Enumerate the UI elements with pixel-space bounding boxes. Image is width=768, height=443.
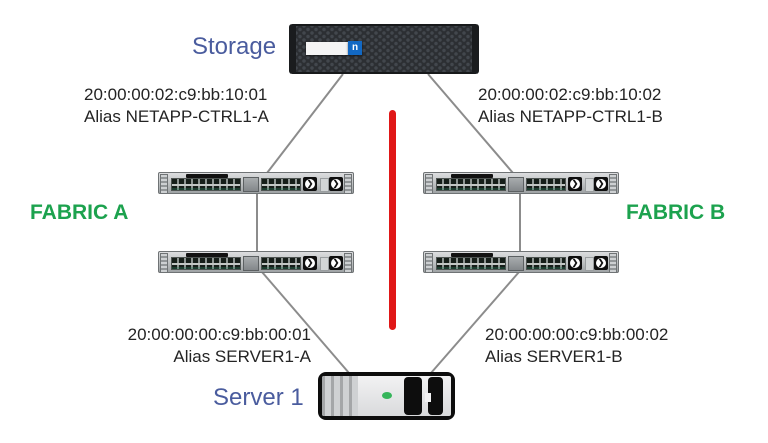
alias-text: Alias SERVER1-B (485, 347, 623, 366)
fan-module: ❯ (303, 256, 317, 270)
switch-module (508, 177, 524, 192)
switch-port-bank (436, 257, 506, 270)
rack-ear (344, 174, 352, 194)
switch-module (243, 256, 259, 271)
switch-module (508, 256, 524, 271)
fan-chevron-icon: ❯ (570, 179, 580, 189)
alias-text: Alias SERVER1-A (173, 347, 311, 366)
storage-label: Storage (192, 33, 277, 60)
storage-name-plate (306, 42, 348, 55)
switch-port-bank (171, 178, 241, 191)
fan-module: ❯ (568, 256, 582, 270)
fan-chevron-icon: ❯ (570, 258, 580, 268)
fabric-a-label: FABRIC A (30, 201, 129, 224)
fan-module: ❯ (329, 177, 343, 191)
fc-switch-a1-image: ❯ ❯ (158, 172, 354, 194)
storage-port-a-label: 20:00:00:02:c9:bb:10:01 Alias NETAPP-CTR… (84, 84, 269, 128)
rack-ear (160, 253, 168, 273)
rack-ear (609, 174, 617, 194)
switch-label-bar (451, 174, 493, 178)
rack-ear (609, 253, 617, 273)
connection-line-storage-to-fabric-b (427, 73, 514, 174)
switch-module (243, 177, 259, 192)
fan-chevron-icon: ❯ (331, 258, 341, 268)
fabric-divider-line (389, 110, 396, 330)
server-port-a-label: 20:00:00:00:c9:bb:00:01 Alias SERVER1-A (85, 324, 311, 368)
fan-chevron-icon: ❯ (596, 258, 606, 268)
storage-array-image: n (289, 24, 479, 74)
fan-module: ❯ (568, 177, 582, 191)
alias-text: Alias NETAPP-CTRL1-A (84, 107, 269, 126)
connection-line-fabric-a-to-server (261, 271, 350, 374)
switch-port-bank (436, 178, 506, 191)
switch-label-bar (186, 174, 228, 178)
wwn-text: 20:00:00:02:c9:bb:10:02 (478, 85, 662, 104)
switch-port-bank (526, 257, 566, 270)
server-port-b-label: 20:00:00:00:c9:bb:00:02 Alias SERVER1-B (485, 324, 668, 368)
rack-ear (425, 174, 433, 194)
switch-label-bar (451, 253, 493, 257)
switch-spacer (320, 178, 329, 192)
fan-module: ❯ (594, 177, 608, 191)
switch-port-bank (261, 178, 301, 191)
fan-module: ❯ (594, 256, 608, 270)
drive-bay (404, 377, 422, 415)
connection-line-fabric-b-to-server (430, 271, 520, 374)
drive-bay-latch (425, 393, 431, 402)
switch-spacer (320, 257, 329, 271)
wwn-text: 20:00:00:00:c9:bb:00:02 (485, 325, 669, 344)
fc-switch-b2-image: ❯ ❯ (423, 251, 619, 273)
rack-ear (344, 253, 352, 273)
power-led-icon (382, 392, 392, 399)
switch-port-bank (261, 257, 301, 270)
fc-switch-b1-image: ❯ ❯ (423, 172, 619, 194)
server-label: Server 1 (213, 384, 304, 411)
server-chassis (322, 376, 451, 416)
server-vents (322, 376, 358, 416)
fan-chevron-icon: ❯ (331, 179, 341, 189)
server-image (318, 372, 455, 420)
wwn-text: 20:00:00:02:c9:bb:10:01 (84, 85, 268, 104)
switch-port-bank (526, 178, 566, 191)
rack-ear (425, 253, 433, 273)
fan-chevron-icon: ❯ (596, 179, 606, 189)
fan-module: ❯ (329, 256, 343, 270)
rack-ear (160, 174, 168, 194)
drive-bay (428, 377, 443, 415)
fc-switch-a2-image: ❯ ❯ (158, 251, 354, 273)
wwn-text: 20:00:00:00:c9:bb:00:01 (127, 325, 311, 344)
switch-spacer (585, 257, 594, 271)
switch-port-bank (171, 257, 241, 270)
switch-spacer (585, 178, 594, 192)
fan-chevron-icon: ❯ (305, 179, 315, 189)
netapp-logo-icon: n (348, 41, 362, 55)
storage-port-b-label: 20:00:00:02:c9:bb:10:02 Alias NETAPP-CTR… (478, 84, 663, 128)
fan-chevron-icon: ❯ (305, 258, 315, 268)
alias-text: Alias NETAPP-CTRL1-B (478, 107, 663, 126)
fan-module: ❯ (303, 177, 317, 191)
connection-line-storage-to-fabric-a (266, 73, 344, 174)
switch-label-bar (186, 253, 228, 257)
fabric-b-label: FABRIC B (626, 201, 726, 224)
